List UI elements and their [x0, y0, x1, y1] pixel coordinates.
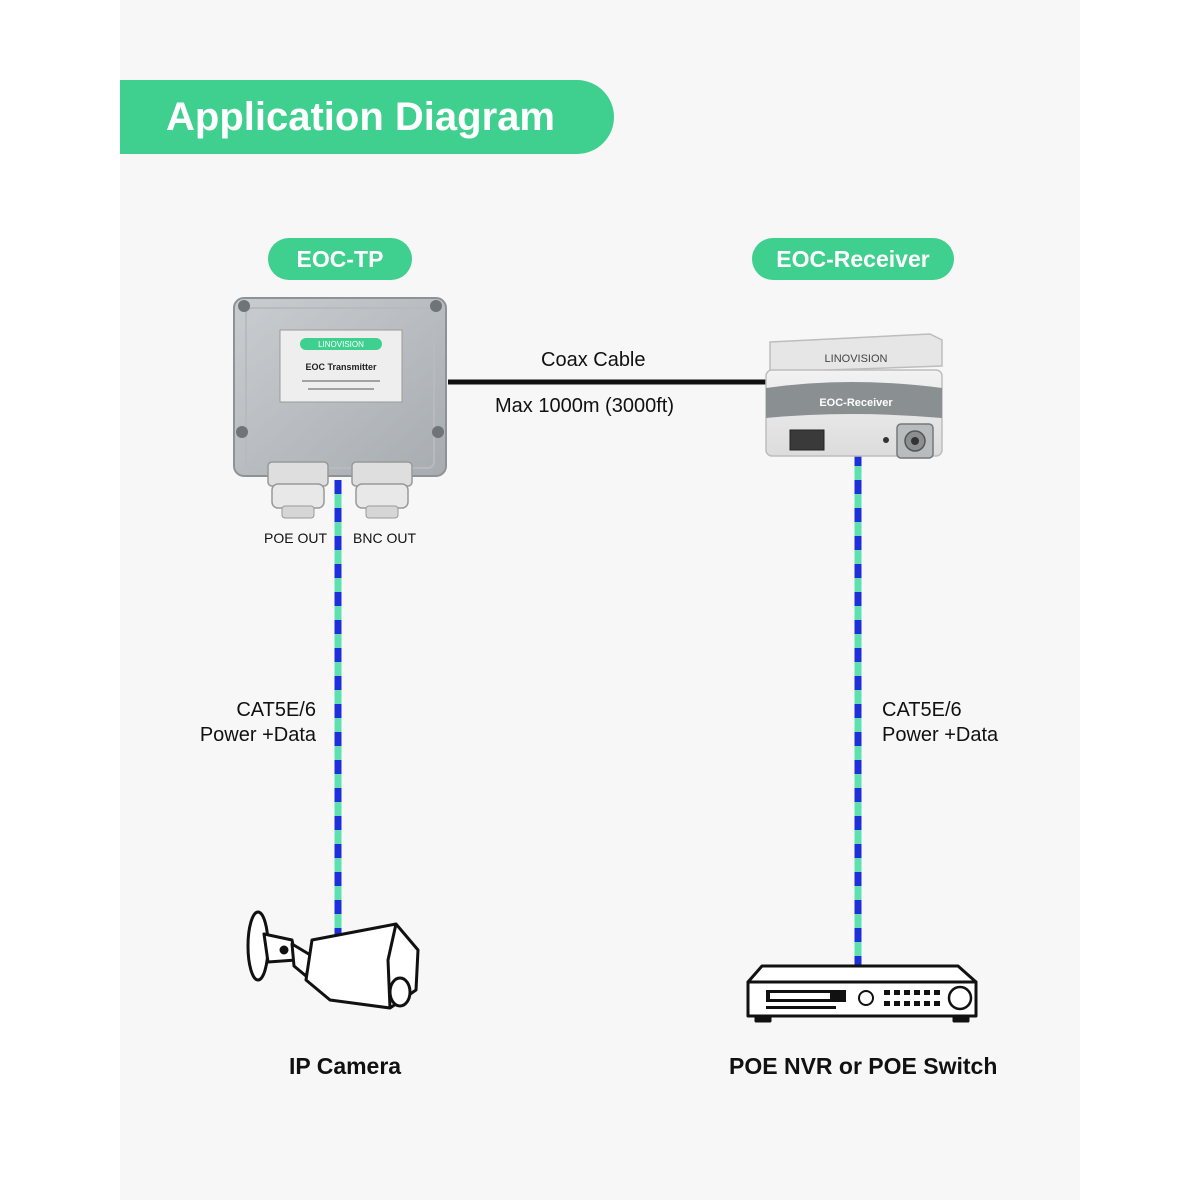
poe-out-gland: [267, 461, 329, 519]
receiver-brand: LINOVISION: [825, 353, 888, 365]
nvr-caption: POE NVR or POE Switch: [729, 1053, 998, 1079]
transmitter-brand: LINOVISION: [318, 340, 364, 349]
transmitter-tag: EOC-TP: [268, 238, 412, 280]
led-icon: [883, 437, 889, 443]
bnc-out-label: BNC OUT: [353, 530, 416, 546]
screw-icon: [236, 426, 248, 438]
transmitter-tag-text: EOC-TP: [296, 245, 384, 272]
screw-icon: [432, 426, 444, 438]
right-cable-desc: Power +Data: [882, 724, 999, 746]
screw-icon: [238, 300, 250, 312]
receiver-tag: EOC-Receiver: [752, 238, 954, 280]
left-cable-type: CAT5E/6: [236, 699, 316, 721]
coax-cable-label: Coax Cable: [541, 349, 646, 371]
rj45-port-icon: [789, 429, 825, 451]
receiver-panel-label: EOC-Receiver: [819, 397, 893, 409]
poe-out-label: POE OUT: [264, 530, 328, 546]
transmitter-device: LINOVISION EOC Transmitter: [233, 297, 447, 519]
receiver-device: LINOVISION EOC-Receiver: [765, 333, 943, 459]
coax-distance-label: Max 1000m (3000ft): [495, 395, 674, 417]
right-cable-type: CAT5E/6: [882, 699, 962, 721]
receiver-tag-text: EOC-Receiver: [776, 245, 930, 272]
ip-camera-caption: IP Camera: [289, 1053, 402, 1079]
screw-icon: [430, 300, 442, 312]
nvr-switch-icon: [746, 964, 978, 1023]
ip-camera-icon: [246, 910, 420, 1010]
left-cable-desc: Power +Data: [199, 724, 316, 746]
transmitter-panel-label: EOC Transmitter: [305, 362, 377, 372]
title-text: Application Diagram: [166, 94, 555, 139]
bnc-out-gland: [351, 461, 413, 519]
page-title: Application Diagram: [120, 80, 614, 154]
